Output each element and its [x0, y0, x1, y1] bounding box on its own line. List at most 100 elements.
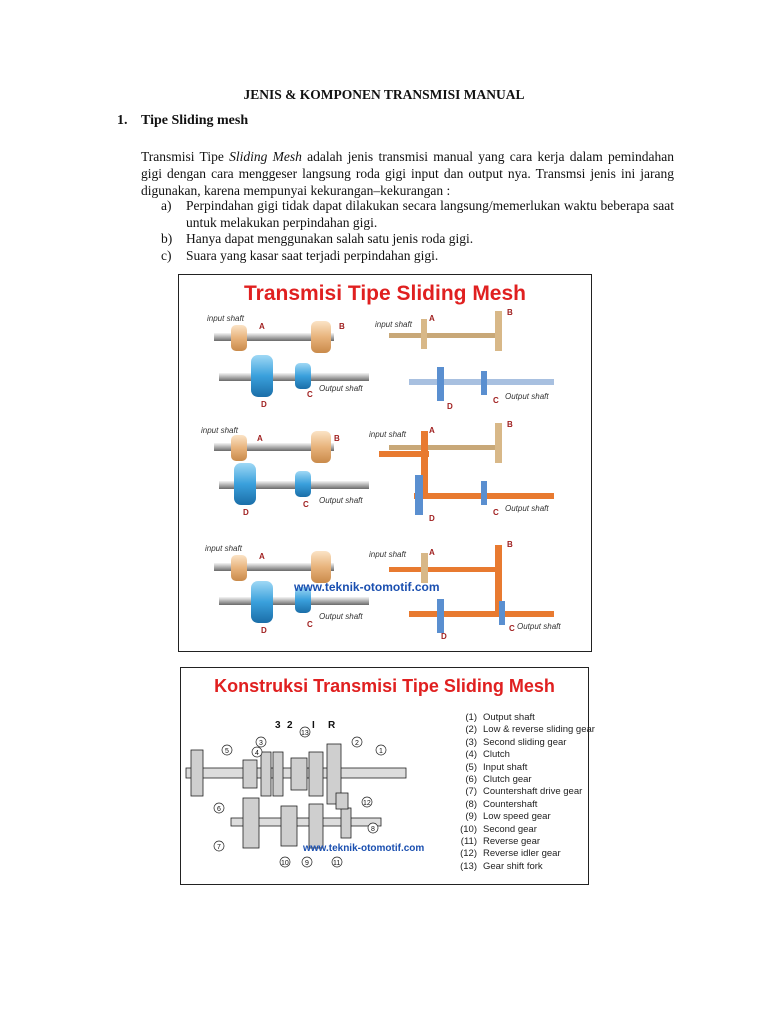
callout-3: 3 [256, 737, 266, 747]
svg-text:input shaft: input shaft [375, 320, 413, 329]
svg-text:Output shaft: Output shaft [505, 504, 549, 513]
svg-text:C: C [307, 620, 313, 629]
list-marker: c) [161, 248, 172, 265]
parts-legend: (1)Output shaft (2)Low & reverse sliding… [451, 712, 595, 873]
legend-row: (13)Gear shift fork [451, 861, 595, 873]
svg-text:Output shaft: Output shaft [319, 496, 363, 505]
callout-12: 12 [362, 797, 372, 807]
callout-8: 8 [368, 823, 378, 833]
callout-2: 2 [352, 737, 362, 747]
svg-text:A: A [429, 314, 435, 323]
svg-text:Output shaft: Output shaft [505, 392, 549, 401]
shift-label-1: I [312, 720, 315, 731]
callout-5: 5 [222, 745, 232, 755]
legend-row: (1)Output shaft [451, 712, 595, 724]
svg-text:8: 8 [371, 826, 375, 833]
svg-text:C: C [303, 500, 309, 509]
svg-text:C: C [509, 624, 515, 633]
svg-text:D: D [429, 514, 435, 523]
callout-11: 11 [332, 857, 342, 867]
shift-label-3: 3 [275, 720, 281, 731]
figure2-illustration: 3 2 I R 1 2 3 4 5 6 7 8 9 10 11 12 13 ww… [181, 668, 443, 884]
callout-1: 1 [376, 745, 386, 755]
shift-label-r: R [328, 720, 336, 731]
figure2-watermark: www.teknik-otomotif.com [302, 843, 424, 854]
paragraph-italic-term: Sliding Mesh [229, 149, 302, 164]
svg-text:input shaft: input shaft [201, 426, 239, 435]
legend-row: (10)Second gear [451, 824, 595, 836]
svg-text:D: D [261, 400, 267, 409]
legend-row: (5)Input shaft [451, 762, 595, 774]
paragraph-text-start: Transmisi Tipe [141, 149, 229, 164]
legend-row: (4)Clutch [451, 749, 595, 761]
panel-right-1: input shaft A B D C Output shaft [375, 308, 554, 411]
svg-text:D: D [447, 402, 453, 411]
callout-6: 6 [214, 803, 224, 813]
svg-text:C: C [307, 390, 313, 399]
svg-text:B: B [507, 420, 513, 429]
panel-left-1: input shaftA B D C Output shaft [207, 314, 369, 409]
document-title: JENIS & KOMPONEN TRANSMISI MANUAL [0, 87, 768, 103]
svg-text:A: A [259, 552, 265, 561]
svg-text:5: 5 [225, 748, 229, 755]
svg-text:C: C [493, 508, 499, 517]
svg-text:B: B [334, 434, 340, 443]
svg-text:11: 11 [333, 860, 340, 867]
list-marker: b) [161, 231, 172, 248]
legend-row: (3)Second sliding gear [451, 737, 595, 749]
list-text: Hanya dapat menggunakan salah satu jenis… [186, 231, 674, 248]
callout-4: 4 [252, 747, 262, 757]
svg-text:Output shaft: Output shaft [517, 622, 561, 631]
svg-text:A: A [257, 434, 263, 443]
list-text: Perpindahan gigi tidak dapat dilakukan s… [186, 198, 674, 231]
svg-text:C: C [493, 396, 499, 405]
figure-construction: Konstruksi Transmisi Tipe Sliding Mesh 3… [180, 667, 589, 885]
svg-text:9: 9 [305, 860, 309, 867]
legend-row: (8)Countershaft [451, 799, 595, 811]
svg-text:D: D [441, 632, 447, 641]
svg-text:7: 7 [217, 844, 221, 851]
svg-text:B: B [507, 540, 513, 549]
section-title: Tipe Sliding mesh [141, 113, 248, 129]
legend-row: (11)Reverse gear [451, 836, 595, 848]
svg-text:input shaft: input shaft [207, 314, 245, 323]
section-number: 1. [117, 113, 128, 129]
svg-text:D: D [261, 626, 267, 635]
figure1-watermark: www.teknik-otomotif.com [293, 580, 440, 594]
svg-text:B: B [339, 322, 345, 331]
svg-text:4: 4 [255, 750, 259, 757]
legend-row: (9)Low speed gear [451, 811, 595, 823]
svg-text:1: 1 [379, 748, 383, 755]
svg-text:input shaft: input shaft [205, 544, 243, 553]
callout-9: 9 [302, 857, 312, 867]
svg-text:A: A [259, 322, 265, 331]
callout-13: 13 [300, 727, 310, 737]
svg-text:input shaft: input shaft [369, 430, 407, 439]
svg-text:12: 12 [363, 800, 371, 807]
callout-7: 7 [214, 841, 224, 851]
callout-10: 10 [280, 857, 290, 867]
svg-text:13: 13 [301, 730, 309, 737]
svg-text:10: 10 [281, 860, 289, 867]
svg-text:A: A [429, 548, 435, 557]
list-text: Suara yang kasar saat terjadi perpindaha… [186, 248, 674, 265]
intro-paragraph: Transmisi Tipe Sliding Mesh adalah jenis… [141, 148, 674, 199]
panel-right-2: input shaft A B D C Output shaft [369, 420, 554, 523]
svg-text:input shaft: input shaft [369, 550, 407, 559]
svg-text:6: 6 [217, 806, 221, 813]
legend-row: (7)Countershaft drive gear [451, 786, 595, 798]
svg-text:3: 3 [259, 740, 263, 747]
shift-label-2: 2 [287, 720, 293, 731]
svg-text:A: A [429, 426, 435, 435]
list-marker: a) [161, 198, 172, 215]
svg-text:Output shaft: Output shaft [319, 384, 363, 393]
svg-text:B: B [507, 308, 513, 317]
legend-row: (2)Low & reverse sliding gear [451, 724, 595, 736]
svg-text:2: 2 [355, 740, 359, 747]
svg-text:D: D [243, 508, 249, 517]
svg-text:Output shaft: Output shaft [319, 612, 363, 621]
legend-row: (6)Clutch gear [451, 774, 595, 786]
